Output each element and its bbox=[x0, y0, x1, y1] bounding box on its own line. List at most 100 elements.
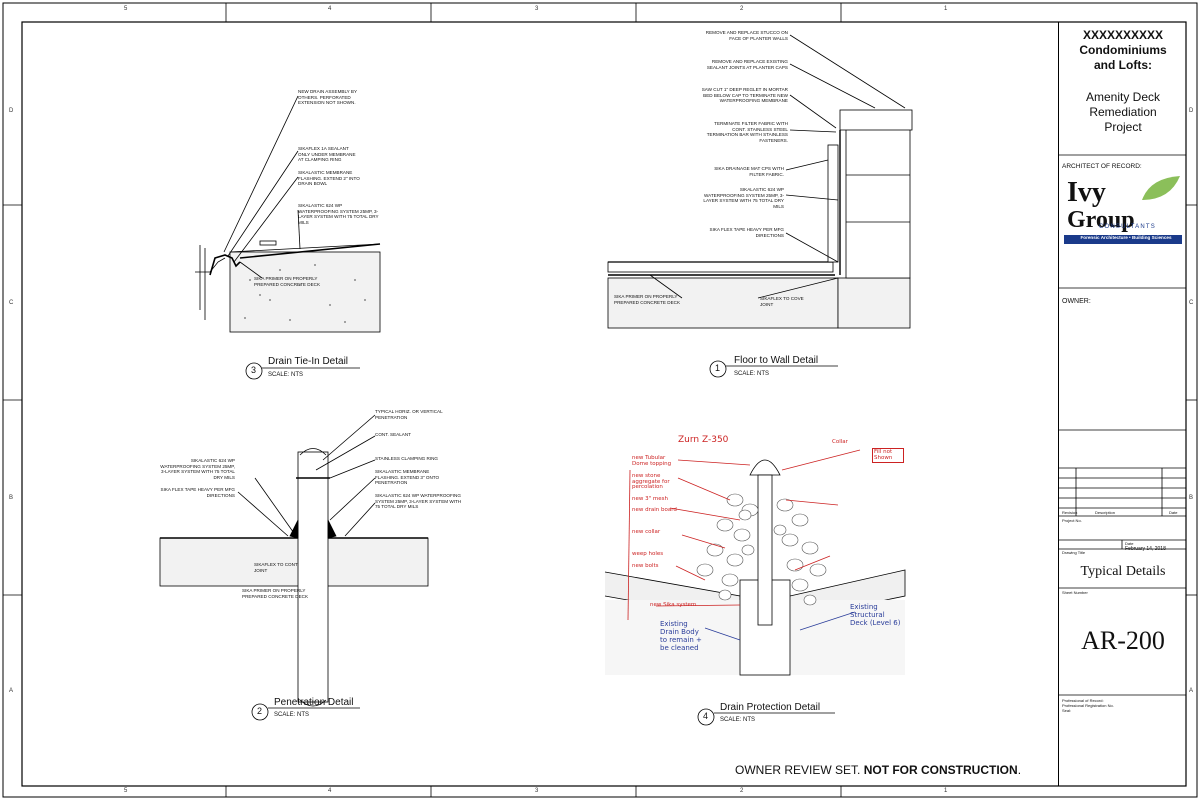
penetration-note: SIKALASTIC 624 WP WATERPROOFING SYSTEM 2… bbox=[375, 493, 462, 510]
handwritten-blue-note: Existing Structural Deck (Level 6) bbox=[850, 603, 901, 627]
registration-label: Professional Registration No. bbox=[1062, 703, 1114, 708]
grid-ref-bottom: 4 bbox=[328, 788, 332, 794]
grid-ref-top: 2 bbox=[740, 6, 744, 12]
logo-subtitle: CONSULTANTS bbox=[1099, 224, 1156, 230]
project-no-label: Project No. bbox=[1062, 518, 1082, 523]
seal-label: Seal: bbox=[1062, 708, 1072, 713]
sheet-number: AR-200 bbox=[1081, 626, 1165, 655]
wall-note: SIKA FLEX TAPE HEAVY PER MFG DIRECTIONS bbox=[709, 227, 784, 238]
project-name-line: and Lofts: bbox=[1094, 58, 1152, 72]
handwritten-red-note: new collar bbox=[632, 529, 661, 535]
logo-word: Ivy bbox=[1067, 177, 1106, 208]
penetration-note: SIKA FLEX TAPE HEAVY PER MFG DIRECTIONS bbox=[160, 487, 235, 498]
detail-title: Floor to Wall Detail bbox=[734, 355, 819, 366]
project-subtitle: Amenity Deck Remediation Project bbox=[1059, 90, 1187, 135]
handwritten-red-note: new bolts bbox=[632, 563, 659, 569]
architect-label: ARCHITECT OF RECORD: bbox=[1062, 163, 1142, 170]
drain-note: SIKAFLEX 1A SEALANT ONLY UNDER MEMBRANE … bbox=[298, 146, 356, 163]
notice-prefix: OWNER REVIEW SET. bbox=[735, 763, 861, 777]
wall-note: SIKALASTIC 624 WP WATERPROOFING SYSTEM 2… bbox=[703, 187, 784, 209]
project-sub-line: Remediation bbox=[1089, 105, 1157, 119]
handwritten-red-note: new Tubular Dome topping bbox=[632, 455, 672, 467]
detail-scale: SCALE: NTS bbox=[720, 717, 756, 723]
project-name-line: Condominiums bbox=[1079, 43, 1167, 57]
title-block-lines bbox=[1058, 154, 1186, 696]
title-block: XXXXXXXXXX Condominiums and Lofts: Ameni… bbox=[1058, 22, 1187, 786]
grid-ref-side: C bbox=[9, 300, 14, 306]
handwritten-collar-note: Collar bbox=[832, 439, 848, 445]
handwritten-red-note: weep holes bbox=[632, 551, 664, 557]
detail-scale: SCALE: NTS bbox=[268, 372, 304, 378]
grid-ref-side: C bbox=[1189, 300, 1194, 306]
grid-ref-bottom: 3 bbox=[535, 788, 539, 794]
handwritten-red-note: new Sika system bbox=[650, 602, 697, 608]
date-value: February 14, 2018 bbox=[1125, 546, 1166, 552]
handwritten-fill-note: Fill not Shown bbox=[872, 448, 904, 464]
project-sub-line: Amenity Deck bbox=[1085, 90, 1161, 104]
grid-ref-side: D bbox=[9, 108, 14, 114]
logo-tagline: Forensic Architecture • Building Science… bbox=[1080, 235, 1172, 240]
grid-ref-side: A bbox=[9, 688, 14, 694]
grid-ref-side: A bbox=[1189, 688, 1194, 694]
wall-note: SAW CUT 1" DEEP REGLET IN MORTAR BED BEL… bbox=[701, 87, 788, 104]
date-label: Date bbox=[1125, 541, 1134, 546]
penetration-note: SIKALASTIC 624 WP WATERPROOFING SYSTEM 2… bbox=[160, 458, 235, 480]
drain-note: SIKALASTIC MEMBRANE FLASHING. EXTEND 2" … bbox=[298, 170, 360, 187]
penetration-note: SIKAFLEX TO CONT JOINT bbox=[254, 562, 298, 573]
drawing-title-label: Drawing Title bbox=[1062, 550, 1086, 555]
penetration-note: SIKALASTIC MEMBRANE FLASHING. EXTEND 3" … bbox=[375, 469, 440, 486]
wall-note: REMOVE AND REPLACE EXISTING SEALANT JOIN… bbox=[706, 59, 788, 70]
grid-ref-top: 4 bbox=[328, 6, 332, 12]
handwritten-title: Zurn Z-350 bbox=[678, 435, 729, 445]
grid-ref-side: D bbox=[1189, 108, 1194, 114]
detail-scale: SCALE: NTS bbox=[734, 371, 770, 377]
sheet-number-label: Sheet Number bbox=[1062, 590, 1088, 595]
wall-note: TERMINATE FILTER FABRIC WITH CONT. STAIN… bbox=[706, 121, 788, 143]
logo-word: Group bbox=[1067, 207, 1135, 233]
grid-ref-side: B bbox=[9, 495, 14, 501]
grid-ref-top: 1 bbox=[944, 6, 948, 12]
detail-number: 1 bbox=[715, 363, 721, 373]
project-sub-line: Project bbox=[1104, 120, 1142, 134]
handwritten-blue-note: Existing Drain Body to remain + be clean… bbox=[660, 620, 702, 652]
penetration-detail bbox=[159, 414, 429, 721]
wall-note: SIKA DRAINAGE MAT CPS WITH FILTER FABRIC… bbox=[714, 166, 784, 177]
drawing-title: Typical Details bbox=[1080, 564, 1166, 579]
firm-logo: Ivy Group bbox=[1067, 177, 1195, 234]
grid-ref-top: 3 bbox=[535, 6, 539, 12]
grid-ref-bottom: 1 bbox=[944, 788, 948, 794]
drawing-border bbox=[21, 21, 1187, 787]
wall-note: SIKAFLEX TO COVE JOINT bbox=[760, 296, 804, 307]
penetration-note: STAINLESS CLAMPING RING bbox=[375, 456, 438, 461]
drain-protection-detail bbox=[604, 449, 906, 726]
detail-number: 2 bbox=[257, 706, 263, 716]
review-set-notice: OWNER REVIEW SET. NOT FOR CONSTRUCTION. bbox=[735, 763, 1021, 777]
revision-col-header: Revision bbox=[1062, 510, 1078, 515]
grid-ref-bottom: 5 bbox=[124, 788, 128, 794]
detail-scale: SCALE: NTS bbox=[274, 712, 310, 718]
notice-bold: NOT FOR CONSTRUCTION bbox=[863, 763, 1018, 777]
drain-tie-in-detail bbox=[195, 95, 381, 380]
detail-title: Drain Protection Detail bbox=[720, 702, 821, 713]
owner-label: OWNER: bbox=[1062, 298, 1091, 305]
grid-ref-side: B bbox=[1189, 495, 1194, 501]
drain-note: SIKALASTIC 624 WP WATERPROOFING SYSTEM 2… bbox=[298, 203, 379, 225]
drain-note: NEW DRAIN ASSEMBLY BY OTHERS. PERFORATED… bbox=[298, 89, 357, 106]
leaf-logo-icon bbox=[1142, 176, 1180, 200]
detail-number: 4 bbox=[703, 711, 709, 721]
detail-number: 3 bbox=[251, 365, 257, 375]
penetration-note: CONT. SEALANT bbox=[375, 432, 411, 437]
grid-ref-top: 5 bbox=[124, 6, 128, 12]
project-name-line: XXXXXXXXXX bbox=[1082, 28, 1164, 42]
penetration-note: SIKA PRIMER ON PROPERLY PREPARED CONCRET… bbox=[242, 588, 309, 599]
handwritten-red-note: new drain board bbox=[632, 507, 677, 513]
drain-note: SIKA PRIMER ON PROPERLY PREPARED CONCRET… bbox=[254, 276, 321, 287]
penetration-note: TYPICAL HORIZ. OR VERTICAL PENETRATION bbox=[375, 409, 443, 420]
wall-note: SIKA PRIMER ON PROPERLY PREPARED CONCRET… bbox=[614, 294, 681, 305]
notice-suffix: . bbox=[1017, 763, 1022, 777]
wall-note: REMOVE AND REPLACE STUCCO ON FACE OF PLA… bbox=[705, 30, 788, 41]
handwritten-red-note: new stone aggregate for percolation bbox=[632, 473, 670, 491]
detail-title: Penetration Detail bbox=[274, 697, 354, 708]
description-col-header: Description bbox=[1095, 510, 1116, 515]
